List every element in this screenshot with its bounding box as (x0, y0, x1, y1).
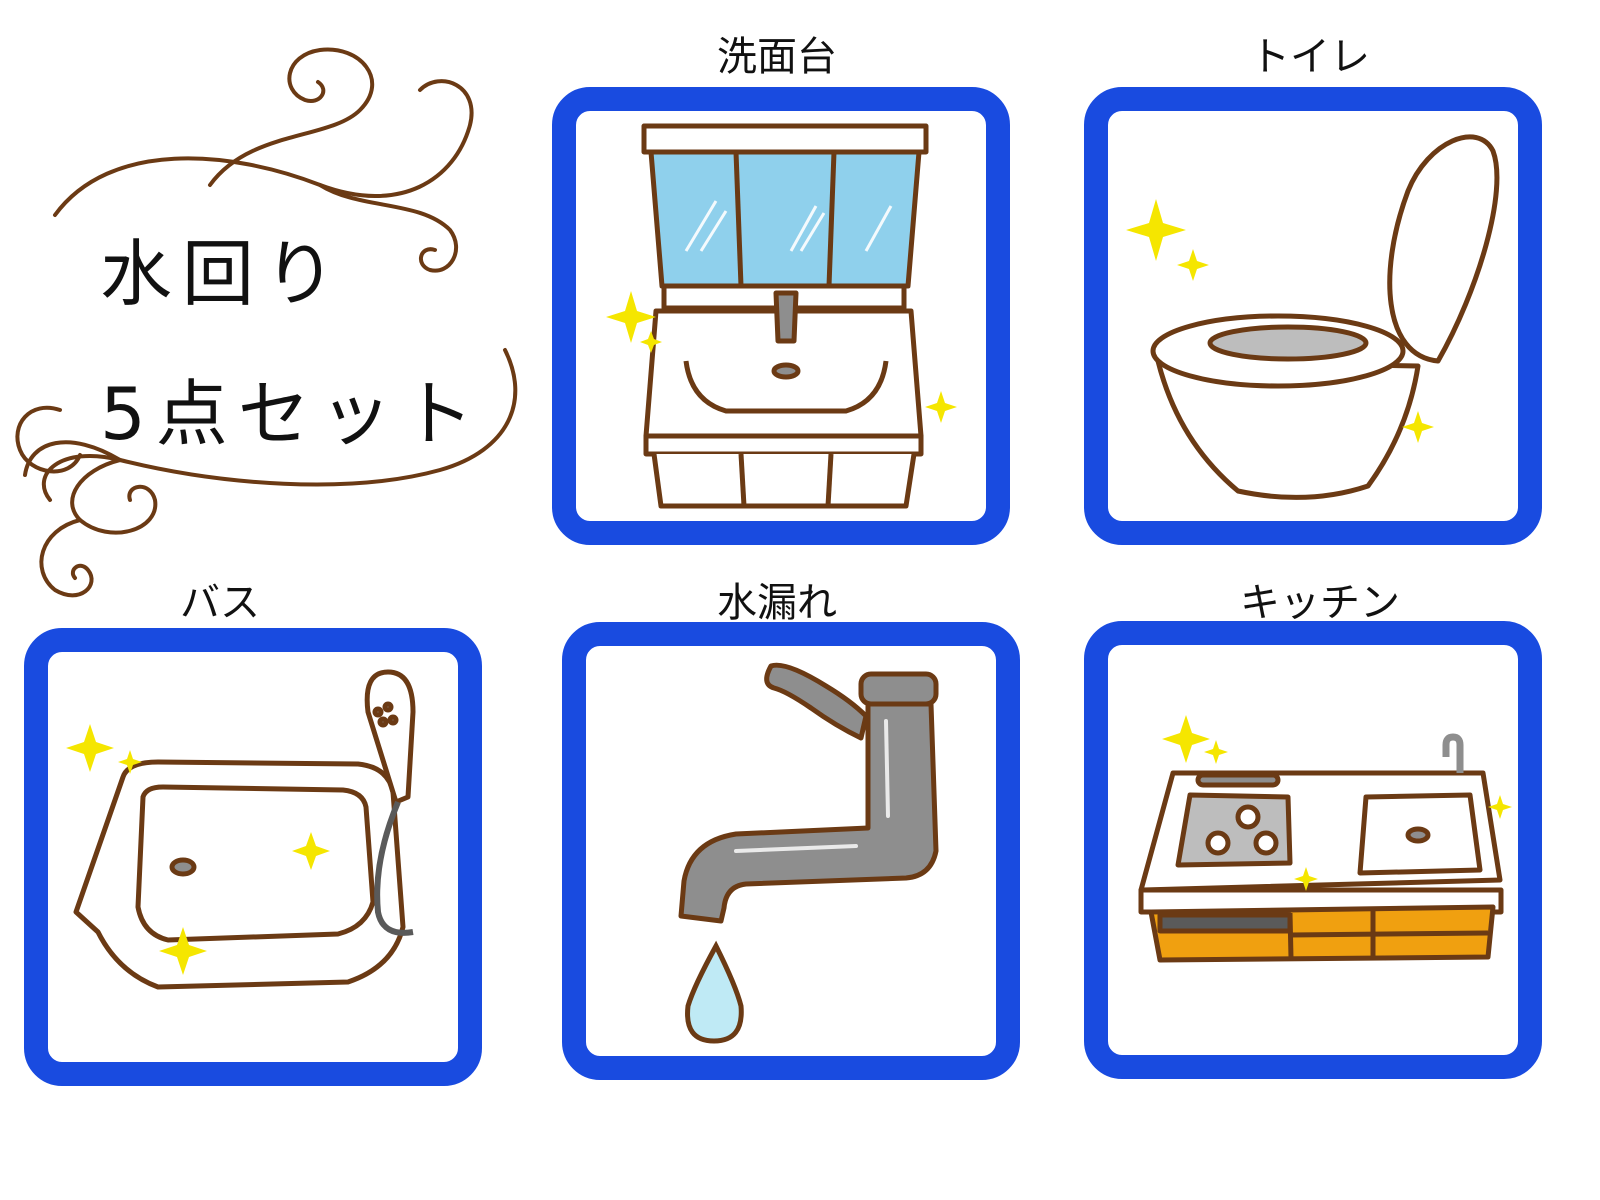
kitchen-counter-icon (1138, 715, 1512, 963)
washstand-icon (606, 123, 957, 509)
item-label-water-leak: 水漏れ (717, 580, 837, 626)
water-leak-tile[interactable] (562, 622, 1020, 1080)
washstand-tile[interactable] (552, 87, 1010, 545)
page-title-line2: 5点セット (100, 372, 484, 456)
item-label-kitchen: キッチン (1240, 580, 1400, 626)
toilet-tile[interactable] (1084, 87, 1542, 545)
bath-tile[interactable] (24, 628, 482, 1086)
item-label-washstand: 洗面台 (717, 34, 837, 80)
kitchen-tile[interactable] (1084, 621, 1542, 1079)
faucet-drip-icon (678, 662, 939, 1044)
page-title-line1: 水回り (100, 232, 347, 316)
item-label-bath: バス (180, 580, 260, 626)
bathtub-icon (66, 669, 416, 990)
swirl-ornament-icon (15, 47, 518, 598)
item-label-toilet: トイレ (1250, 34, 1370, 80)
toilet-icon (1126, 134, 1500, 500)
